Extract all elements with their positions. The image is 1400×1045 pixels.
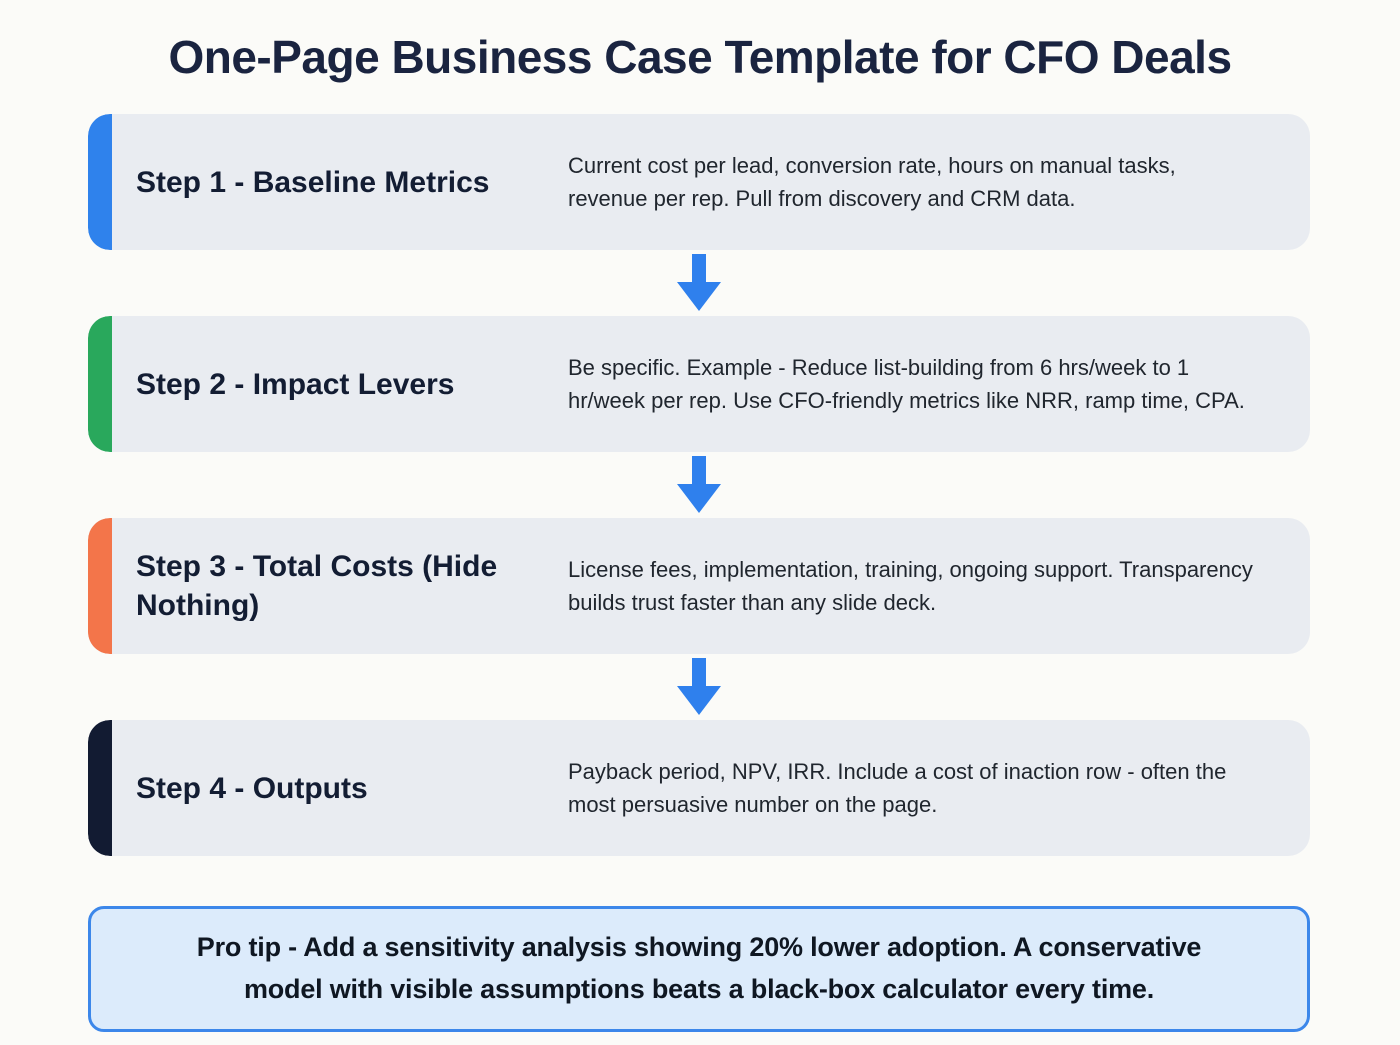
step-4-description: Payback period, NPV, IRR. Include a cost… — [568, 759, 1227, 817]
step-card-1: Step 1 - Baseline Metrics Current cost p… — [88, 114, 1310, 250]
step-1-title: Step 1 - Baseline Metrics — [136, 165, 490, 199]
flow-connector — [88, 654, 1310, 720]
step-4-title: Step 4 - Outputs — [136, 771, 368, 805]
step-3-description: License fees, implementation, training, … — [568, 557, 1253, 615]
step-card-3: Step 3 - Total Costs (Hide Nothing) Lice… — [88, 518, 1310, 654]
flow-connector — [88, 250, 1310, 316]
step-card-4: Step 4 - Outputs Payback period, NPV, IR… — [88, 720, 1310, 856]
step-2-accent-bar — [88, 316, 112, 452]
steps-flow: Step 1 - Baseline Metrics Current cost p… — [88, 114, 1310, 856]
flow-connector — [88, 452, 1310, 518]
step-3-accent-bar — [88, 518, 112, 654]
down-arrow-icon — [677, 658, 721, 715]
pro-tip-text: Pro tip - Add a sensitivity analysis sho… — [196, 932, 1202, 1004]
page-title: One-Page Business Case Template for CFO … — [168, 31, 1232, 83]
pro-tip-callout: Pro tip - Add a sensitivity analysis sho… — [88, 906, 1310, 1032]
down-arrow-icon — [677, 254, 721, 311]
step-2-title: Step 2 - Impact Levers — [136, 367, 455, 401]
step-1-description: Current cost per lead, conversion rate, … — [568, 153, 1176, 211]
step-card-2: Step 2 - Impact Levers Be specific. Exam… — [88, 316, 1310, 452]
down-arrow-icon — [677, 456, 721, 513]
step-4-accent-bar — [88, 720, 112, 856]
step-3-title: Step 3 - Total Costs (Hide Nothing) — [136, 550, 498, 622]
step-1-accent-bar — [88, 114, 112, 250]
step-2-description: Be specific. Example - Reduce list-build… — [568, 355, 1245, 413]
